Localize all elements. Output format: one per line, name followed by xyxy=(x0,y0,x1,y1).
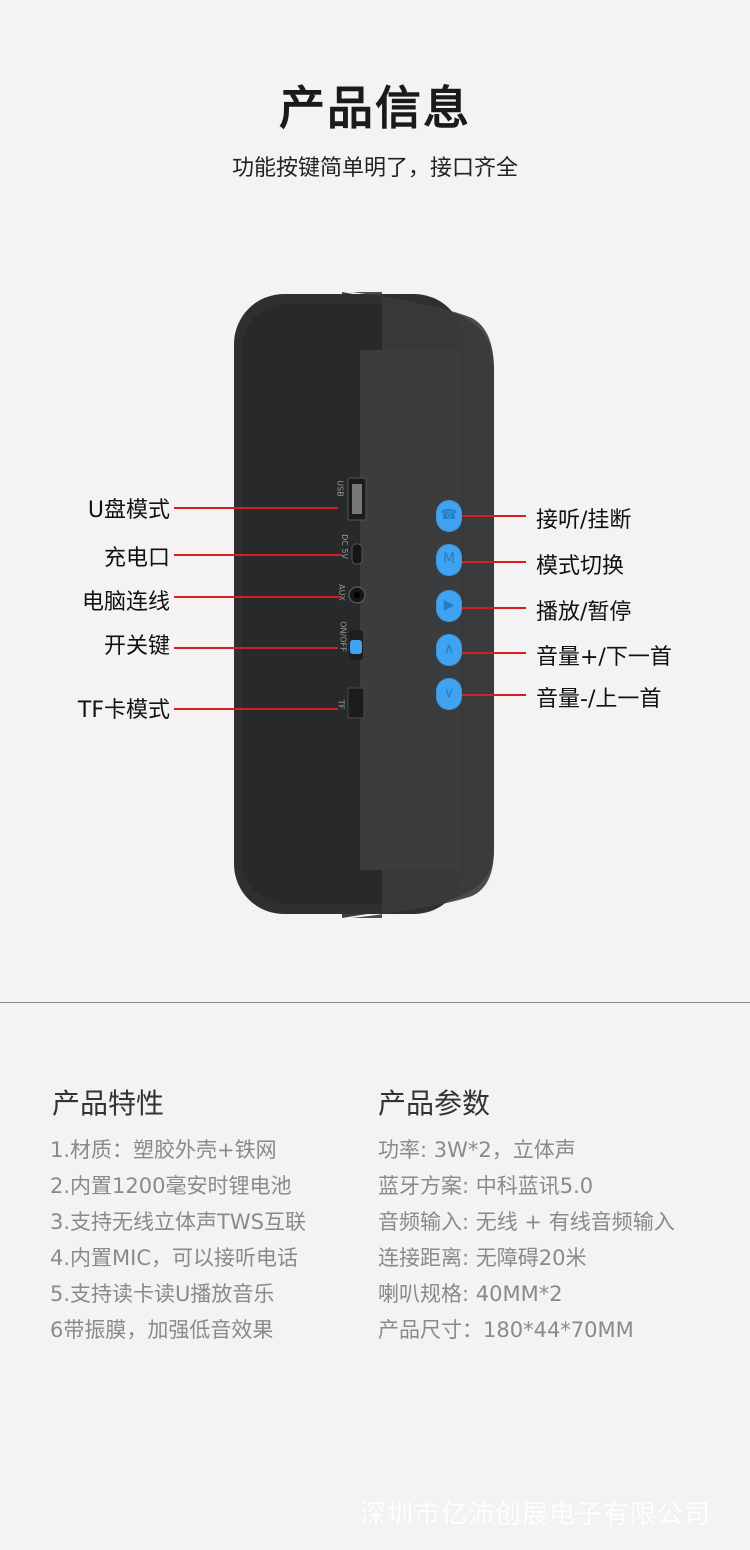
list-item: 4.内置MIC，可以接听电话 xyxy=(50,1246,299,1270)
list-item: 2.内置1200毫安时锂电池 xyxy=(50,1174,292,1198)
label-mode-switch: 模式切换 xyxy=(536,554,625,579)
label-aux: 电脑连线 xyxy=(81,590,170,615)
list-item: 产品尺寸：180*44*70MM xyxy=(378,1318,634,1342)
pointer-line xyxy=(462,607,526,609)
volume-up-button[interactable]: ∧ xyxy=(436,634,462,666)
list-item: 3.支持无线立体声TWS互联 xyxy=(50,1210,306,1234)
label-volume-down: 音量-/上一首 xyxy=(536,687,662,712)
port-label-usb: USB xyxy=(335,480,345,497)
company-watermark: 深圳市亿沛创展电子有限公司 xyxy=(360,1500,712,1530)
list-item: 5.支持读卡读U播放音乐 xyxy=(50,1282,275,1306)
features-list: 1.材质：塑胶外壳+铁网 2.内置1200毫安时锂电池 3.支持无线立体声TWS… xyxy=(50,1134,306,1350)
features-title: 产品特性 xyxy=(52,1087,165,1120)
list-item: 蓝牙方案: 中科蓝讯5.0 xyxy=(378,1174,594,1198)
pointer-line xyxy=(174,708,338,710)
label-tf-mode: TF卡模式 xyxy=(77,698,170,723)
speaker-image xyxy=(232,290,494,918)
port-label-switch: ON/OFF xyxy=(338,621,348,652)
mode-icon: M xyxy=(442,551,456,567)
pointer-line xyxy=(174,596,342,598)
port-label-aux: AUX xyxy=(336,584,346,601)
pointer-line xyxy=(174,647,338,649)
list-item: 喇叭规格: 40MM*2 xyxy=(378,1282,563,1306)
list-item: 1.材质：塑胶外壳+铁网 xyxy=(50,1138,277,1162)
chevron-up-icon: ∧ xyxy=(443,641,455,657)
label-volume-up: 音量+/下一首 xyxy=(536,645,672,670)
answer-button[interactable]: ☎ xyxy=(436,500,462,532)
page-subtitle: 功能按键简单明了，接口齐全 xyxy=(231,156,518,181)
volume-down-button[interactable]: ∨ xyxy=(436,678,462,710)
mode-button[interactable]: M xyxy=(436,544,462,576)
pointer-line xyxy=(462,652,526,654)
label-power-switch: 开关键 xyxy=(103,634,170,659)
pointer-line xyxy=(462,561,526,563)
pointer-line xyxy=(462,694,526,696)
page-title: 产品信息 xyxy=(279,81,471,135)
pointer-line xyxy=(462,515,526,517)
label-play-pause: 播放/暂停 xyxy=(536,600,632,625)
phone-icon: ☎ xyxy=(440,507,458,523)
list-item: 连接距离: 无障碍20米 xyxy=(378,1246,587,1270)
play-pause-button[interactable]: ▶ xyxy=(436,590,462,622)
list-item: 6带振膜，加强低音效果 xyxy=(50,1318,274,1342)
pointer-line xyxy=(174,554,342,556)
list-item: 功率: 3W*2，立体声 xyxy=(378,1138,576,1162)
play-pause-icon: ▶ xyxy=(443,597,455,613)
chevron-down-icon: ∨ xyxy=(443,685,455,701)
list-item: 音频输入: 无线 + 有线音频输入 xyxy=(378,1210,675,1234)
label-charge-port: 充电口 xyxy=(103,546,170,571)
section-divider xyxy=(0,1002,750,1003)
label-answer: 接听/挂断 xyxy=(536,508,632,533)
params-list: 功率: 3W*2，立体声 蓝牙方案: 中科蓝讯5.0 音频输入: 无线 + 有线… xyxy=(378,1134,675,1350)
params-title: 产品参数 xyxy=(378,1087,491,1120)
label-usb-mode: U盘模式 xyxy=(87,498,170,523)
pointer-line xyxy=(174,507,338,509)
